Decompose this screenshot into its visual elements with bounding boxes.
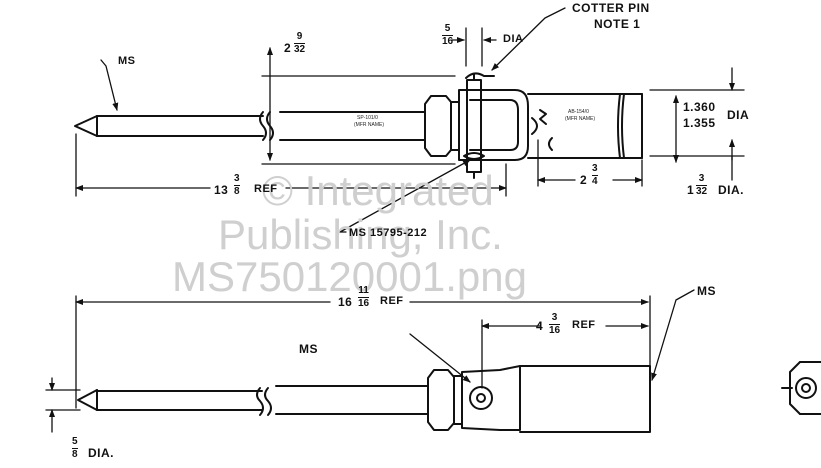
bottom-rod-tip [77,389,98,411]
top-rod-mid [279,111,426,141]
label-1355: 1.355 [683,116,716,130]
rod-text-right-2: (MFR NAME) [565,116,595,122]
bottom-pin-eye [469,386,493,410]
bottom-rod-mid [275,385,429,415]
label-ms-bottom-right: MS [697,284,716,298]
label-5-8-dia: DIA. [88,446,114,460]
watermark-line-1: © Integrated [262,167,494,214]
top-rod-left [96,115,264,137]
label-ms-15795-212: MS 15795-212 [349,227,428,239]
watermark-line-3: MS750120001.png [172,253,527,300]
label-16-11-16-ref: REF [380,295,404,307]
top-rod-tip [74,115,98,137]
label-13-3-8-whole: 13 [214,183,229,197]
label-1-3-32-dia: DIA. [718,183,744,197]
label-13-3-8-ref: REF [254,183,278,195]
top-clevis [458,89,529,161]
label-ms-bottom-mid: MS [299,342,318,356]
label-2-9-32-whole: 2 [284,41,292,55]
bottom-body [519,365,651,433]
top-collar [424,95,452,157]
top-cotter-pin [465,72,495,79]
bottom-clevis [461,365,521,431]
watermark-line-2: Publishing, Inc. [218,211,503,258]
label-cotter-pin: COTTER PIN [572,1,650,15]
rod-text-left-1: SP-101/0 [357,115,378,121]
bottom-collar [427,369,455,431]
label-2-3-4-whole: 2 [580,173,588,187]
end-view-partial [781,361,821,415]
top-dimensions [75,7,745,233]
rod-text-right-1: AB-154/0 [568,109,589,115]
label-note-1: NOTE 1 [594,17,641,31]
bottom-assembly [77,365,651,433]
label-4-3-16-whole: 4 [536,319,544,333]
label-5-16-dia: DIA [503,33,524,45]
label-4-3-16-ref: REF [572,319,596,331]
bottom-dimensions [45,289,695,433]
label-ms-top: MS [118,55,136,67]
top-body [527,93,643,159]
label-1360: 1.360 [683,100,716,114]
bottom-rod-left [96,390,263,411]
label-16-11-16-whole: 16 [338,295,353,309]
rod-text-left-2: (MFR NAME) [354,122,384,128]
label-1-3-32-whole: 1 [687,183,695,197]
label-1360-dia: DIA [727,108,750,122]
